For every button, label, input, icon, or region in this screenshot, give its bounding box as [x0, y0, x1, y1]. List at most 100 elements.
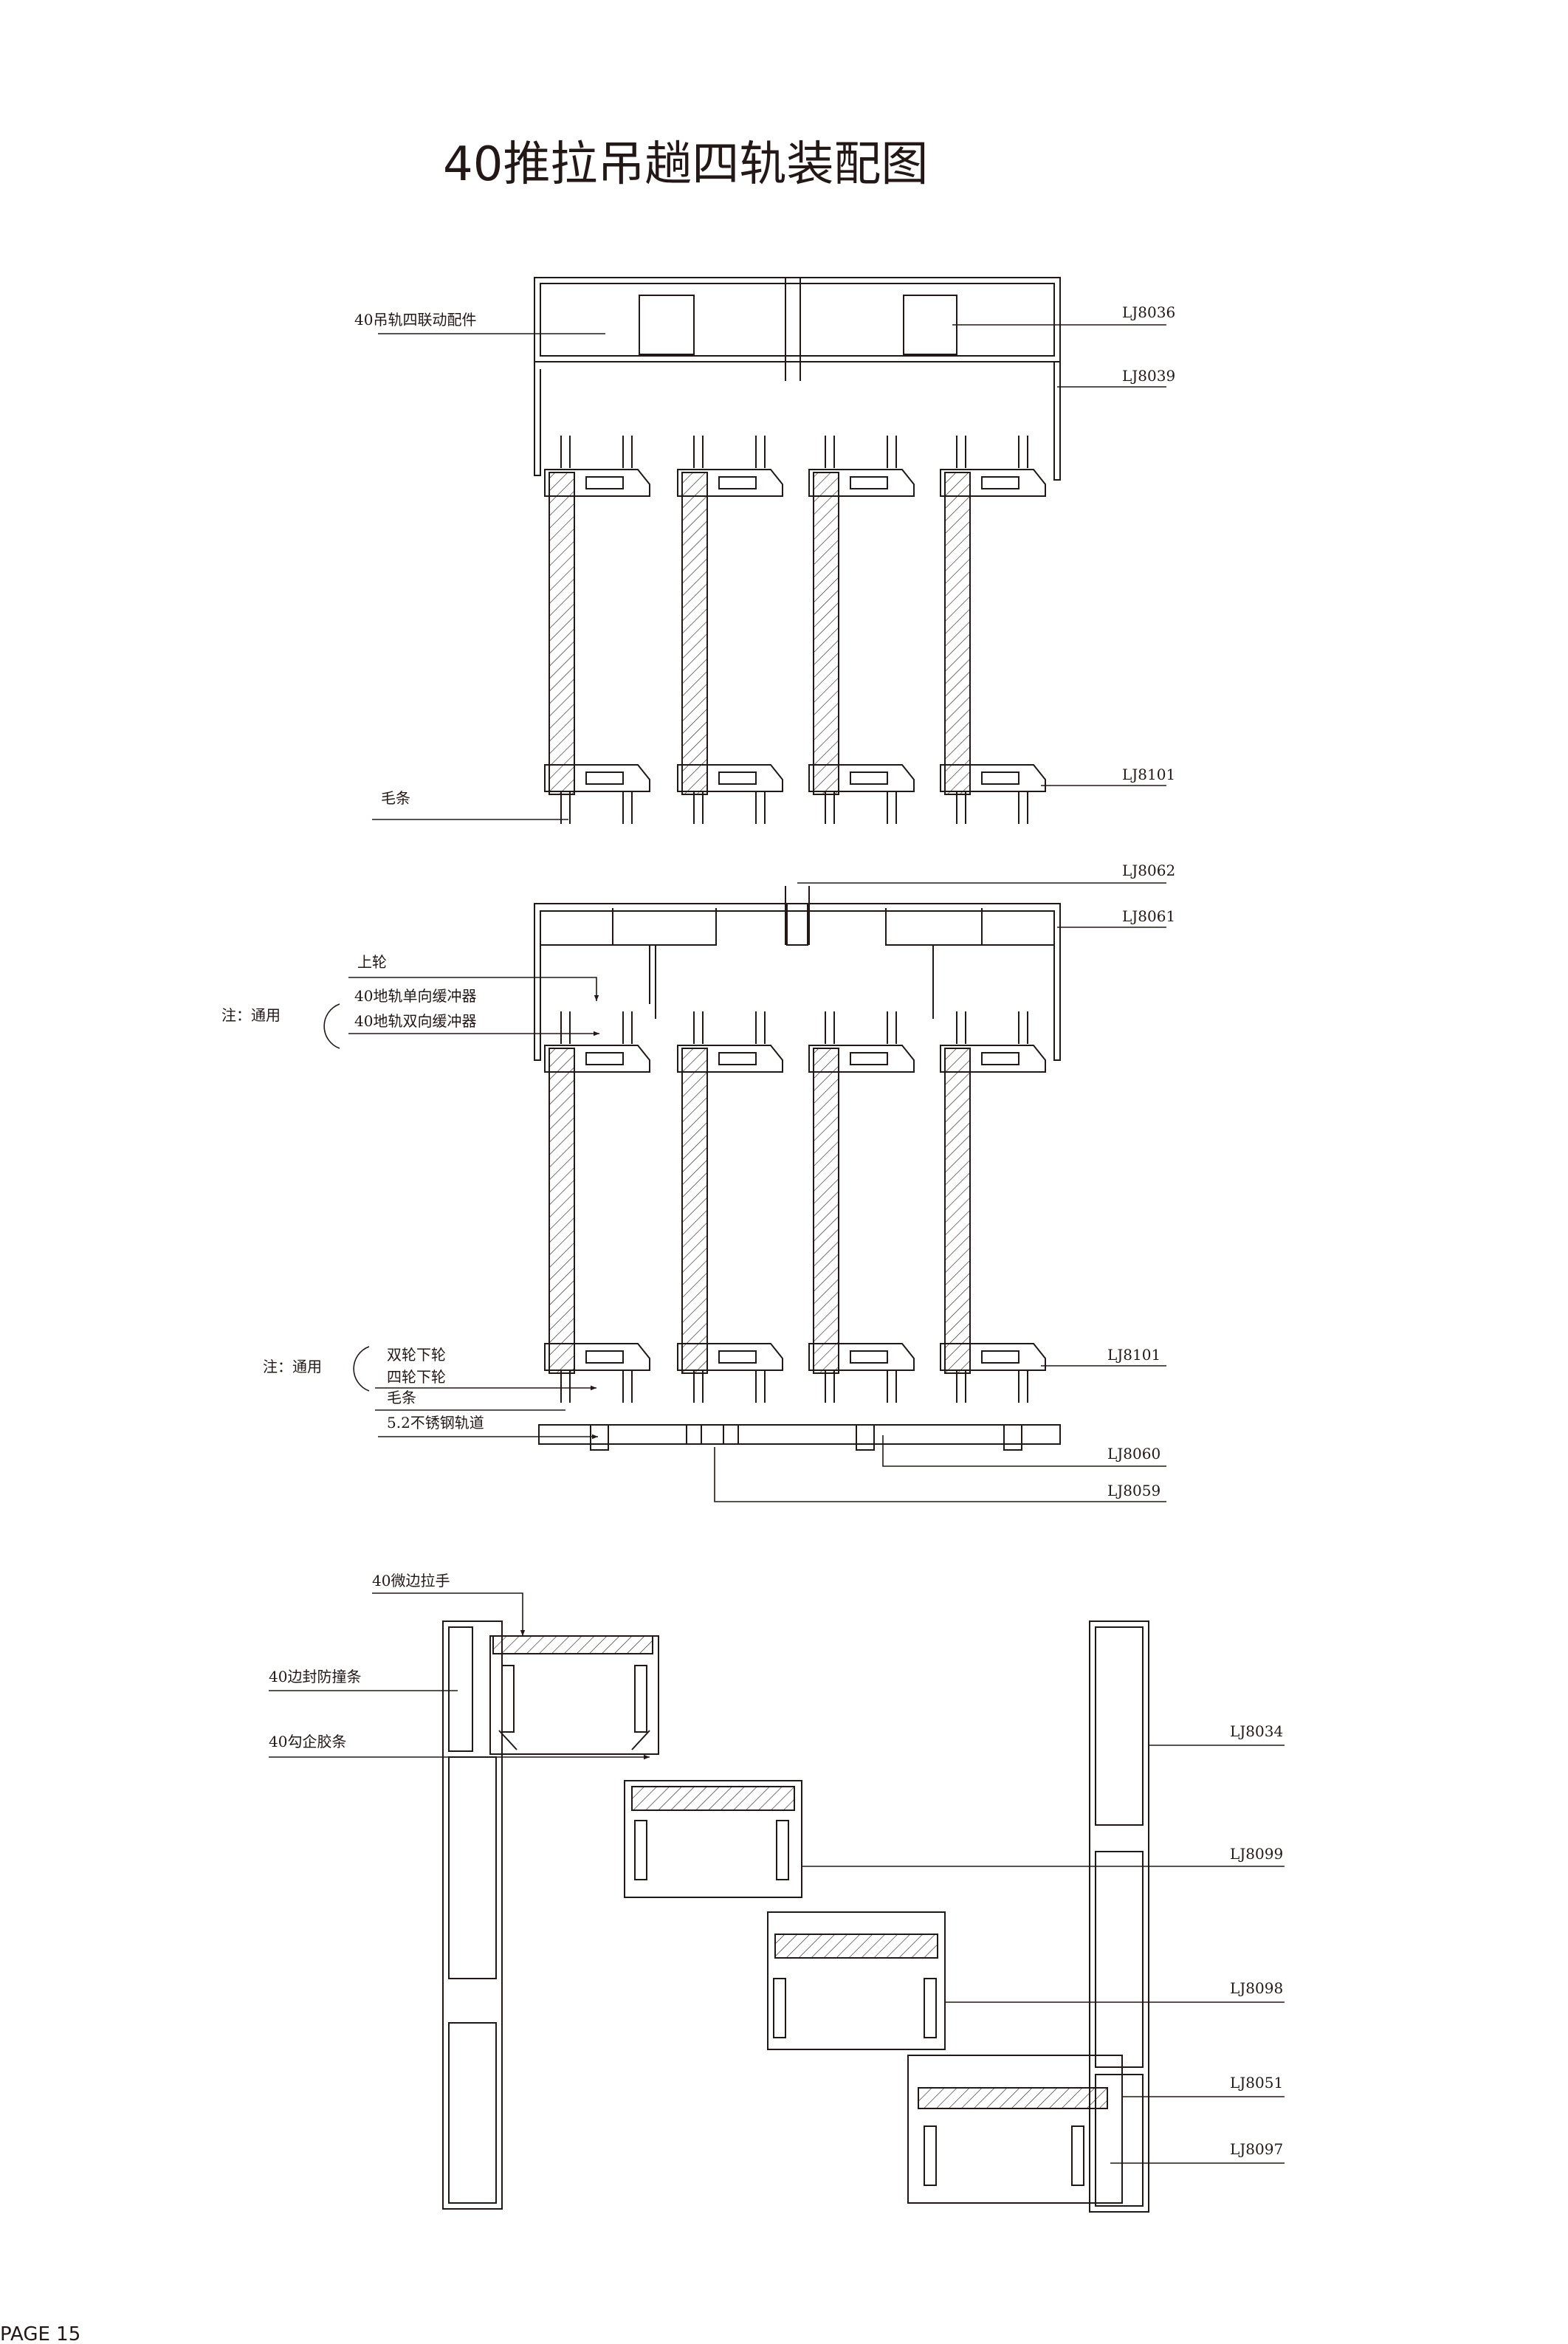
sash-rail [544, 764, 650, 792]
glass-pane [681, 472, 708, 795]
rail-slot [718, 1052, 757, 1065]
rail-slot [981, 1350, 1019, 1364]
center-connector-lj8062 [786, 903, 808, 946]
rail-leg [825, 1011, 897, 1044]
rail-leg [560, 1011, 633, 1044]
label-lj8059: LJ8059 [1107, 1482, 1160, 1499]
left-side-frame [442, 1620, 503, 2210]
bracket-arc [323, 1003, 340, 1049]
sash-rail [677, 469, 783, 497]
label-brush-strip: 毛条 [381, 789, 410, 807]
rail-slot [981, 476, 1019, 489]
sash-rail [677, 1045, 783, 1073]
sash-4 [907, 2055, 1123, 2204]
sash-profile [808, 1011, 915, 1403]
sash-rail [544, 1343, 650, 1371]
label-micro-handle: 40微边拉手 [372, 1572, 450, 1589]
glass-pane [944, 1048, 971, 1374]
sash-3 [767, 1911, 946, 2050]
steel-track-lj8059 [538, 1424, 1061, 1451]
label-lj8098: LJ8098 [1230, 1979, 1283, 1997]
label-steel-track: 5.2不锈钢轨道 [387, 1414, 484, 1432]
sash-rail [808, 764, 915, 792]
label-lj8034: LJ8034 [1230, 1722, 1283, 1740]
sash-profile [677, 436, 783, 824]
label-lj8101: LJ8101 [1122, 766, 1175, 783]
label-buffer-double: 40地轨双向缓冲器 [354, 1012, 476, 1030]
label-double-lower-wheel: 双轮下轮 [387, 1346, 446, 1364]
top-rail-profile-lj8036 [534, 277, 1061, 381]
label-lj8099: LJ8099 [1230, 1845, 1283, 1863]
label-brush-strip: 毛条 [387, 1389, 416, 1406]
rail-leg [956, 791, 1028, 824]
right-frame-lj8034 [1089, 1620, 1149, 2213]
label-buffer-single: 40地轨单向缓冲器 [354, 987, 476, 1005]
glass-pane [944, 472, 971, 795]
section-floor-track: LJ8062 LJ8061 上轮 注：通用 40地轨单向缓冲器 40地轨双向缓冲… [221, 862, 1175, 1502]
label-lj8060: LJ8060 [1107, 1445, 1160, 1463]
rail-slot [850, 476, 888, 489]
leader-line [714, 1447, 1166, 1502]
page-number: PAGE 15 [0, 2323, 80, 2344]
glass-pane [813, 472, 839, 795]
label-lj8097: LJ8097 [1230, 2140, 1283, 2158]
label-upper-wheel: 上轮 [357, 953, 387, 971]
rail-slot [981, 771, 1019, 785]
label-lj8036: LJ8036 [1122, 303, 1175, 321]
page-title: 40推拉吊趟四轨装配图 [443, 137, 928, 192]
sash-rail [808, 1045, 915, 1073]
rail-slot [585, 1052, 624, 1065]
sash-rail [940, 1045, 1046, 1073]
glass-pane [813, 1048, 839, 1374]
rail-leg [693, 1370, 766, 1403]
label-lj8061: LJ8061 [1122, 907, 1175, 925]
top-frame-lj8061 [534, 886, 1061, 1061]
bracket-arc [353, 1346, 370, 1392]
label-hook-strip: 40勾企胶条 [269, 1733, 346, 1750]
rail-leg [956, 1011, 1028, 1044]
leader-line [348, 977, 599, 1001]
rail-slot [718, 476, 757, 489]
label-lj8039: LJ8039 [1122, 367, 1175, 385]
rail-slot [850, 1350, 888, 1364]
sash-rail [808, 469, 915, 497]
glass-pane [549, 472, 575, 795]
sash-2 [624, 1780, 802, 1898]
leader-line [882, 1435, 1166, 1467]
sash-profile [544, 436, 650, 824]
leader-line [372, 1592, 526, 1636]
rail-leg [693, 1011, 766, 1044]
rail-leg [560, 1370, 633, 1403]
rail-slot [585, 476, 624, 489]
rail-slot [585, 1350, 624, 1364]
sash-1 [489, 1635, 659, 1755]
sash-rail [544, 1045, 650, 1073]
label-hanging-fitting: 40吊轨四联动配件 [354, 311, 476, 329]
sash-profile [940, 436, 1046, 824]
label-note: 注：通用 [263, 1358, 322, 1375]
rail-leg [956, 436, 1028, 468]
sash-profile [808, 436, 915, 824]
rail-slot [850, 1052, 888, 1065]
label-note: 注：通用 [221, 1006, 281, 1024]
sash-profile [940, 1011, 1046, 1403]
rail-leg [560, 791, 633, 824]
rail-slot [718, 771, 757, 785]
sash-rail [677, 764, 783, 792]
section-hanging-rail: 40吊轨四联动配件 LJ8036 LJ8039 LJ8101 毛条 [354, 277, 1175, 824]
rail-leg [560, 436, 633, 468]
rail-leg [825, 436, 897, 468]
rail-leg [825, 791, 897, 824]
sash-profile [677, 1011, 783, 1403]
label-side-seal: 40边封防撞条 [269, 1668, 361, 1685]
sash-rail [677, 1343, 783, 1371]
label-lj8051: LJ8051 [1230, 2074, 1283, 2092]
label-four-lower-wheel: 四轮下轮 [387, 1368, 446, 1386]
sash-rail [808, 1343, 915, 1371]
rail-slot [585, 771, 624, 785]
rail-leg [693, 436, 766, 468]
sash-rail [544, 469, 650, 497]
sash-rail [940, 469, 1046, 497]
side-cover-lj8039 [534, 362, 1061, 481]
